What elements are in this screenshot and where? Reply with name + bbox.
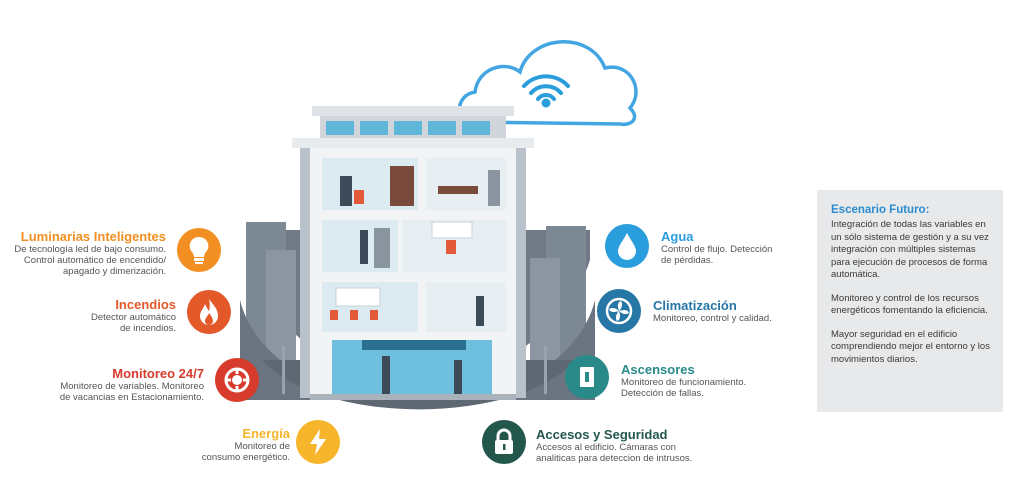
lightning-icon xyxy=(296,420,340,464)
fire-icon xyxy=(187,290,231,334)
wifi-icon xyxy=(522,74,570,108)
feature-luminarias-title: Luminarias Inteligentes xyxy=(20,229,166,244)
feature-agua-title: Agua xyxy=(661,229,694,244)
panel-paragraph-2: Monitoreo y control de los recursos ener… xyxy=(831,292,988,317)
cloud-icon xyxy=(457,40,638,127)
lightbulb-icon xyxy=(177,228,221,272)
feature-monitoreo: Monitoreo 24/7 Monitoreo de variables. M… xyxy=(0,366,204,403)
feature-agua-desc: Control de flujo. Detección de pérdidas. xyxy=(661,244,773,266)
feature-energia-desc: Monitoreo de consumo energético. xyxy=(201,441,290,463)
feature-monitoreo-desc: Monitoreo de variables. Monitoreo de vac… xyxy=(59,381,204,403)
feature-incendios-title: Incendios xyxy=(115,297,176,312)
feature-ascensores: Ascensores Monitoreo de funcionamiento. … xyxy=(621,362,781,399)
street-lamps xyxy=(282,346,547,394)
building xyxy=(292,106,534,400)
feature-energia-title: Energía xyxy=(242,426,290,441)
panel-paragraph-1: Integración de todas las variables en un… xyxy=(831,219,989,280)
padlock-icon xyxy=(482,420,526,464)
feature-accesos-desc: Accesos al edificio. Cámaras con analiti… xyxy=(536,442,693,464)
feature-incendios-desc: Detector automático de incendios. xyxy=(90,312,176,334)
escenario-futuro-panel: Escenario Futuro: Integración de todas l… xyxy=(817,190,1003,412)
feature-climatizacion-title: Climatización xyxy=(653,298,737,313)
feature-luminarias: Luminarias Inteligentes De tecnología le… xyxy=(0,229,166,277)
panel-paragraph-3: Mayor seguridad en el edificio comprendi… xyxy=(831,328,990,365)
water-drop-icon xyxy=(605,224,649,268)
feature-climatizacion: Climatización Monitoreo, control y calid… xyxy=(653,298,803,324)
feature-accesos: Accesos y Seguridad Accesos al edificio.… xyxy=(536,427,736,464)
feature-ascensores-title: Ascensores xyxy=(621,362,695,377)
feature-climatizacion-desc: Monitoreo, control y calidad. xyxy=(653,313,772,324)
feature-accesos-title: Accesos y Seguridad xyxy=(536,427,668,442)
feature-incendios: Incendios Detector automático de incendi… xyxy=(0,297,176,334)
feature-ascensores-desc: Monitoreo de funcionamiento. Detección d… xyxy=(621,377,747,399)
camera-lens-icon xyxy=(215,358,259,402)
panel-title: Escenario Futuro: xyxy=(831,204,930,216)
feature-agua: Agua Control de flujo. Detección de pérd… xyxy=(661,229,811,266)
elevator-icon xyxy=(565,355,609,399)
feature-energia: Energía Monitoreo de consumo energético. xyxy=(130,426,290,463)
feature-monitoreo-title: Monitoreo 24/7 xyxy=(112,366,204,381)
feature-luminarias-desc: De tecnología led de bajo consumo. Contr… xyxy=(14,244,166,277)
fan-icon xyxy=(597,289,641,333)
